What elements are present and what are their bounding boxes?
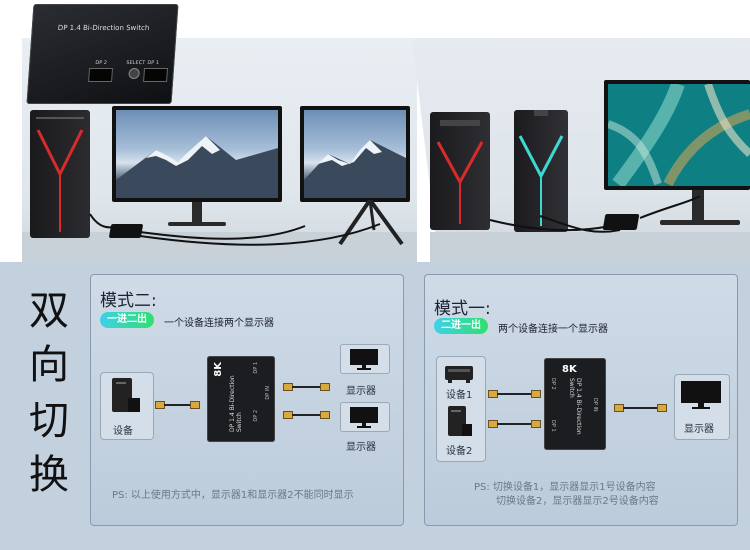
mode2-ps-note: PS: 以上使用方式中，显示器1和显示器2不能同时显示 xyxy=(112,490,354,501)
mode2-switch-model: DP 1.4 Bi-Direction Switch xyxy=(229,375,243,432)
cables-right xyxy=(489,196,701,233)
monitor-left-2 xyxy=(300,106,410,202)
mode2-title: 模式二: xyxy=(100,291,157,311)
select-button xyxy=(128,68,141,79)
dp-port-b xyxy=(143,68,169,82)
product-photo: DP 1.4 Bi-Direction Switch DP 2 SELECT D… xyxy=(0,0,750,262)
monitor-right xyxy=(604,80,750,190)
mode2-switch-port-label-top: DP 1 xyxy=(253,362,259,374)
mode1-switch-port-label-top: DP 2 xyxy=(550,378,556,390)
side-title-char-2: 向 xyxy=(29,342,69,388)
switch-box-photo: DP 1.4 Bi-Direction Switch DP 2 SELECT D… xyxy=(26,4,179,104)
mode2-switch-input-label: DP IN xyxy=(265,386,271,400)
mode2-switch-badge: 8K xyxy=(213,362,224,377)
pc-tower-red-right xyxy=(430,112,490,230)
small-switch-left xyxy=(108,224,144,238)
switch-select-label: SELECT xyxy=(126,60,146,66)
mode1-ps-note-line1: PS: 切换设备1，显示器显示1号设备内容 xyxy=(474,482,656,493)
mode1-pill: 二进一出 xyxy=(434,318,488,334)
mountain-wallpaper xyxy=(116,110,278,198)
pc-tower-red-left xyxy=(30,110,90,238)
mode2-monitor1-icon xyxy=(349,348,379,374)
mode1-console-icon xyxy=(444,364,474,388)
mode2-description: 一个设备连接两个显示器 xyxy=(164,318,274,329)
mode2-switch-port-label-bottom: DP 2 xyxy=(253,410,259,422)
mode2-switch-box: 8K DP 1.4 Bi-Direction Switch DP 1 DP 2 … xyxy=(207,356,275,442)
mode2-monitor1-label: 显示器 xyxy=(346,386,376,397)
mode1-switch-input-label: DP IN xyxy=(592,398,598,412)
mode2-device-label: 设备 xyxy=(113,426,133,437)
side-title-char-4: 换 xyxy=(29,452,69,498)
mode1-pc-icon xyxy=(446,404,472,442)
side-title-char-1: 双 xyxy=(29,288,69,334)
mode1-monitor-icon xyxy=(680,380,722,414)
mode2-monitor2-icon xyxy=(349,406,379,432)
mode1-switch-port-label-bottom: DP 1 xyxy=(550,420,556,432)
mode1-switch-box: 8K DP 1.4 Bi-Direction Switch DP 2 DP 1 … xyxy=(544,358,606,450)
mode2-monitor2-label: 显示器 xyxy=(346,442,376,453)
dp-port-a xyxy=(88,68,114,82)
mode2-pill: 一进二出 xyxy=(100,312,154,328)
switch-port-label-a: DP 2 xyxy=(95,60,108,66)
mode1-switch-model: DP 1.4 Bi-Direction Switch xyxy=(568,378,582,435)
switch-model-label: DP 1.4 Bi-Direction Switch xyxy=(57,24,150,32)
mode1-monitor-label: 显示器 xyxy=(684,424,714,435)
mode1-title: 模式一: xyxy=(434,299,491,319)
mode1-ps-note-line2: 切换设备2，显示器显示2号设备内容 xyxy=(496,496,659,507)
tripod-stand xyxy=(338,200,404,246)
pc-tower-teal-right xyxy=(514,110,568,232)
side-title-char-3: 切 xyxy=(29,398,69,444)
mode1-device1-label: 设备1 xyxy=(446,390,473,401)
mode2-pc-icon xyxy=(110,376,142,414)
monitor-left-1 xyxy=(112,106,282,202)
leaf-wallpaper xyxy=(608,84,750,186)
mode1-device2-label: 设备2 xyxy=(446,446,473,457)
small-switch-right xyxy=(602,214,640,230)
mode1-switch-badge: 8K xyxy=(562,364,577,375)
mode1-description: 两个设备连接一个显示器 xyxy=(498,324,608,335)
switch-port-label-b: DP 1 xyxy=(147,60,160,66)
